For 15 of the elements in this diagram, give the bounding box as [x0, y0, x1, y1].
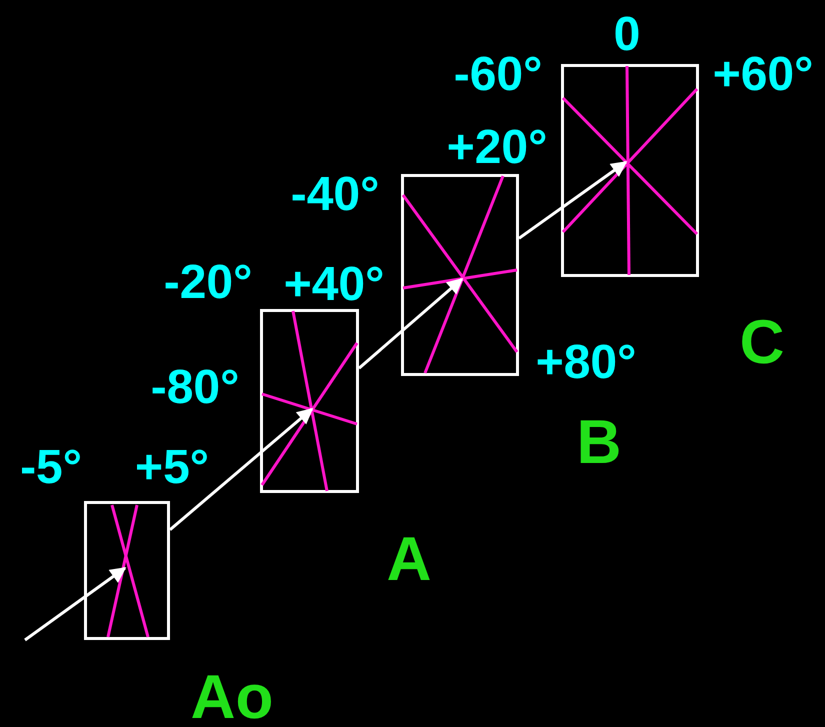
angle-label: -20° [164, 259, 252, 307]
angle-label: +80° [536, 339, 636, 387]
angle-label: +20° [446, 124, 548, 172]
region-label: Ao [190, 667, 274, 727]
angle-label: +5° [135, 444, 209, 492]
angle-label: -80° [150, 364, 240, 412]
angle-label: -40° [290, 171, 380, 219]
region-label: A [386, 529, 432, 591]
angle-label: -5° [20, 444, 82, 492]
angle-label: +40° [284, 261, 384, 309]
region-label: C [740, 312, 784, 374]
angle-label: 0 [614, 11, 640, 59]
region-label: B [576, 412, 622, 474]
angle-label: +60° [712, 51, 814, 99]
angle-label: -60° [454, 51, 542, 99]
